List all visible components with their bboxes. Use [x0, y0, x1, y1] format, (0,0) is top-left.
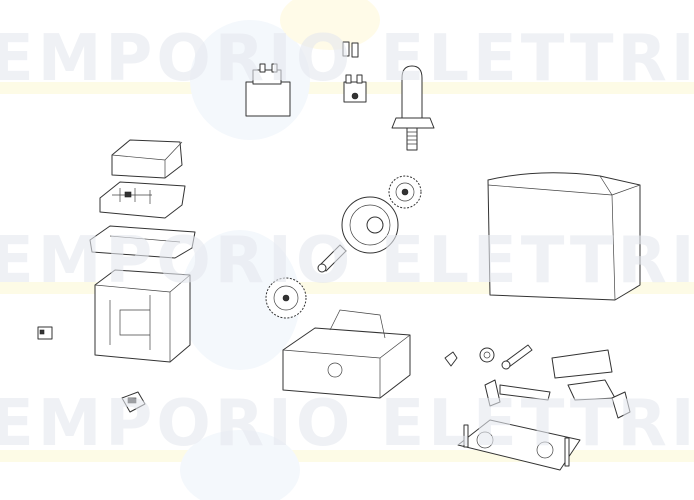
connector-pins	[342, 41, 359, 58]
cover	[487, 172, 641, 301]
worm-gear	[341, 196, 399, 254]
small-connector-left	[37, 326, 53, 340]
release-knob	[444, 351, 458, 367]
pinion-gear	[388, 175, 422, 209]
bushing	[479, 347, 495, 363]
gearbox-housing	[282, 309, 411, 399]
base-plate	[457, 419, 581, 471]
drive-gear	[265, 277, 307, 319]
release-lever	[551, 349, 616, 401]
mounting-plate	[89, 225, 196, 259]
control-board-cover	[111, 139, 183, 179]
shaft	[317, 244, 347, 273]
transformer	[245, 63, 291, 117]
motor	[391, 65, 435, 151]
frame-bracket	[94, 269, 191, 363]
control-board	[99, 181, 186, 219]
limit-switch	[343, 74, 367, 103]
limit-bracket	[484, 379, 631, 419]
small-connector-bottom	[121, 391, 146, 413]
pin	[501, 344, 533, 370]
